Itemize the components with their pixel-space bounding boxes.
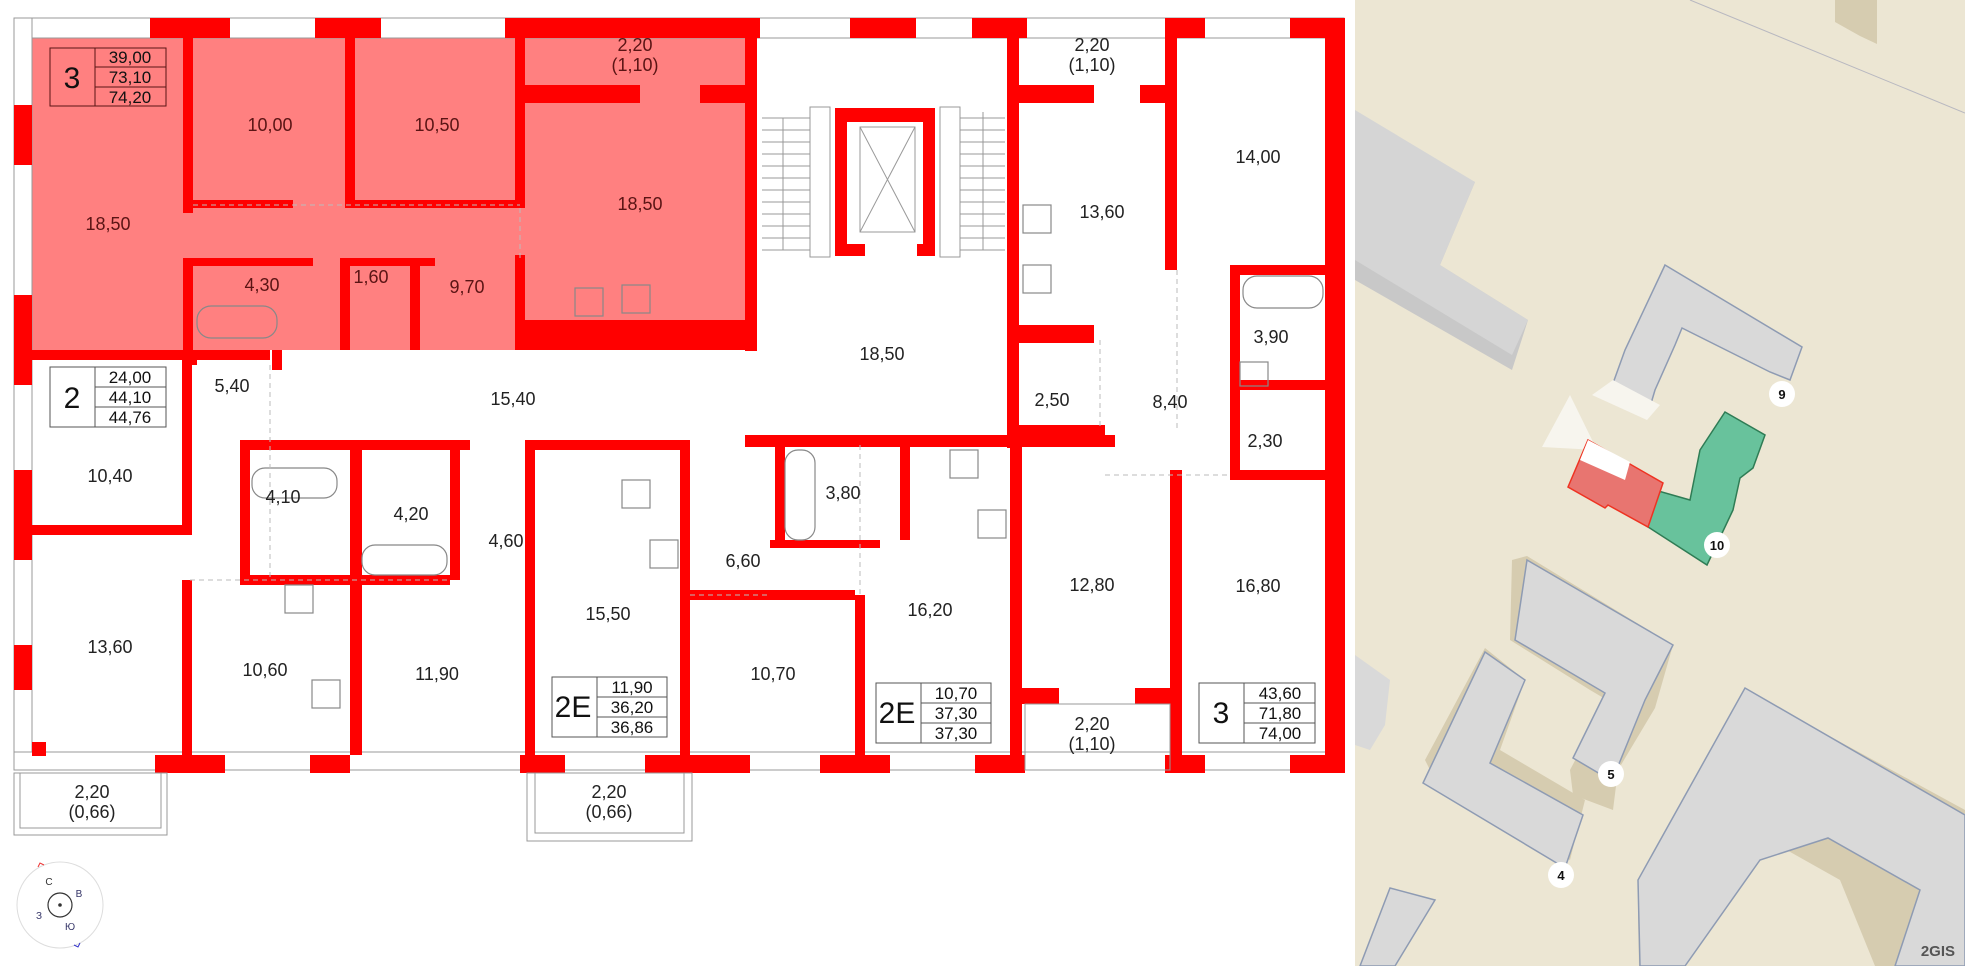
compass-icon: С В Ю З <box>16 861 104 949</box>
svg-text:16,20: 16,20 <box>907 600 952 620</box>
svg-text:9,70: 9,70 <box>449 277 484 297</box>
svg-text:71,80: 71,80 <box>1259 704 1302 723</box>
svg-text:2,30: 2,30 <box>1247 431 1282 451</box>
room-boundaries <box>190 204 1230 596</box>
svg-text:2: 2 <box>64 382 81 415</box>
apartment-info-box[interactable]: 3 39,00 73,10 74,20 <box>49 47 167 107</box>
svg-text:10,60: 10,60 <box>242 660 287 680</box>
svg-text:37,30: 37,30 <box>935 704 978 723</box>
map-building[interactable] <box>1637 686 1965 966</box>
svg-text:73,10: 73,10 <box>109 68 152 87</box>
svg-text:15,50: 15,50 <box>585 604 630 624</box>
svg-text:11,90: 11,90 <box>611 678 652 697</box>
svg-text:18,50: 18,50 <box>85 214 130 234</box>
svg-text:(1,10): (1,10) <box>1068 734 1115 754</box>
svg-text:13,60: 13,60 <box>87 637 132 657</box>
apartment-info-box[interactable]: 2E 11,90 36,20 36,86 <box>551 676 668 738</box>
svg-text:(1,10): (1,10) <box>611 55 658 75</box>
site-map[interactable]: 9 10 5 4 2GIS <box>1355 0 1965 966</box>
svg-text:4: 4 <box>1557 868 1565 883</box>
svg-text:36,20: 36,20 <box>611 698 654 717</box>
svg-text:39,00: 39,00 <box>109 48 152 67</box>
svg-text:24,00: 24,00 <box>109 368 152 387</box>
walls <box>14 18 1345 773</box>
svg-text:3,90: 3,90 <box>1253 327 1288 347</box>
fixtures <box>196 204 1324 709</box>
svg-text:8,40: 8,40 <box>1152 392 1187 412</box>
svg-text:10: 10 <box>1710 538 1724 553</box>
svg-text:1,60: 1,60 <box>353 267 388 287</box>
svg-text:18,50: 18,50 <box>617 194 662 214</box>
map-attribution: 2GIS <box>1920 943 1955 960</box>
svg-text:13,60: 13,60 <box>1079 202 1124 222</box>
apartment-info-box[interactable]: 2 24,00 44,10 44,76 <box>49 366 167 428</box>
svg-text:74,20: 74,20 <box>109 88 152 107</box>
svg-text:3: 3 <box>64 62 81 95</box>
map-building[interactable] <box>1355 655 1390 750</box>
svg-text:5,40: 5,40 <box>214 376 249 396</box>
map-building-10-project[interactable]: 10 <box>1644 410 1766 567</box>
floor-plan-drawing: 3 39,00 73,10 74,20 2 24,00 44,10 44,76 … <box>13 17 1345 949</box>
svg-text:14,00: 14,00 <box>1235 147 1280 167</box>
svg-text:В: В <box>76 889 83 900</box>
svg-text:4,30: 4,30 <box>244 275 279 295</box>
svg-text:18,50: 18,50 <box>859 344 904 364</box>
svg-text:Ю: Ю <box>65 922 75 933</box>
svg-text:2,20: 2,20 <box>591 782 626 802</box>
svg-text:10,70: 10,70 <box>935 684 978 703</box>
staircase <box>762 106 1005 258</box>
map-building[interactable] <box>1359 887 1437 966</box>
svg-text:74,00: 74,00 <box>1259 724 1302 743</box>
svg-text:43,60: 43,60 <box>1259 684 1302 703</box>
svg-text:12,80: 12,80 <box>1069 575 1114 595</box>
svg-text:2,50: 2,50 <box>1034 390 1069 410</box>
svg-text:2E: 2E <box>879 697 916 730</box>
svg-text:2,20: 2,20 <box>1074 35 1109 55</box>
svg-text:3: 3 <box>1213 697 1230 730</box>
map-building-4[interactable]: 4 <box>1422 648 1585 888</box>
floor-plan: 3 39,00 73,10 74,20 2 24,00 44,10 44,76 … <box>13 17 1345 949</box>
svg-text:З: З <box>36 911 42 922</box>
map-building-5[interactable]: 5 <box>1510 556 1674 810</box>
svg-text:2,20: 2,20 <box>1074 714 1109 734</box>
svg-text:3,80: 3,80 <box>825 483 860 503</box>
svg-text:(0,66): (0,66) <box>68 802 115 822</box>
svg-text:4,10: 4,10 <box>265 487 300 507</box>
apartment-info-box[interactable]: 2E 10,70 37,30 37,30 <box>875 682 992 744</box>
room-area-labels: 18,50 10,00 10,50 2,20 (1,10) 18,50 4,30… <box>68 35 1288 822</box>
map-selected-section[interactable] <box>1567 438 1664 529</box>
svg-text:10,50: 10,50 <box>414 115 459 135</box>
map-drawing: 9 10 5 4 <box>1355 0 1965 966</box>
svg-text:10,00: 10,00 <box>247 115 292 135</box>
svg-text:10,40: 10,40 <box>87 466 132 486</box>
svg-text:37,30: 37,30 <box>935 724 978 743</box>
svg-text:2,20: 2,20 <box>617 35 652 55</box>
svg-text:4,60: 4,60 <box>488 531 523 551</box>
svg-text:15,40: 15,40 <box>490 389 535 409</box>
svg-text:5: 5 <box>1607 767 1614 782</box>
map-building[interactable] <box>1355 110 1528 370</box>
svg-text:44,76: 44,76 <box>109 408 152 427</box>
svg-text:11,90: 11,90 <box>415 664 459 684</box>
svg-text:С: С <box>45 877 52 888</box>
svg-text:2E: 2E <box>555 691 592 724</box>
svg-text:6,60: 6,60 <box>725 551 760 571</box>
svg-text:36,86: 36,86 <box>611 718 654 737</box>
svg-text:(0,66): (0,66) <box>585 802 632 822</box>
svg-text:16,80: 16,80 <box>1235 576 1280 596</box>
svg-text:9: 9 <box>1778 387 1785 402</box>
balconies <box>13 703 1171 842</box>
svg-text:4,20: 4,20 <box>393 504 428 524</box>
svg-text:(1,10): (1,10) <box>1068 55 1115 75</box>
svg-text:44,10: 44,10 <box>109 388 152 407</box>
svg-text:2,20: 2,20 <box>74 782 109 802</box>
apartment-info-box[interactable]: 3 43,60 71,80 74,00 <box>1198 682 1316 744</box>
svg-text:10,70: 10,70 <box>750 664 795 684</box>
